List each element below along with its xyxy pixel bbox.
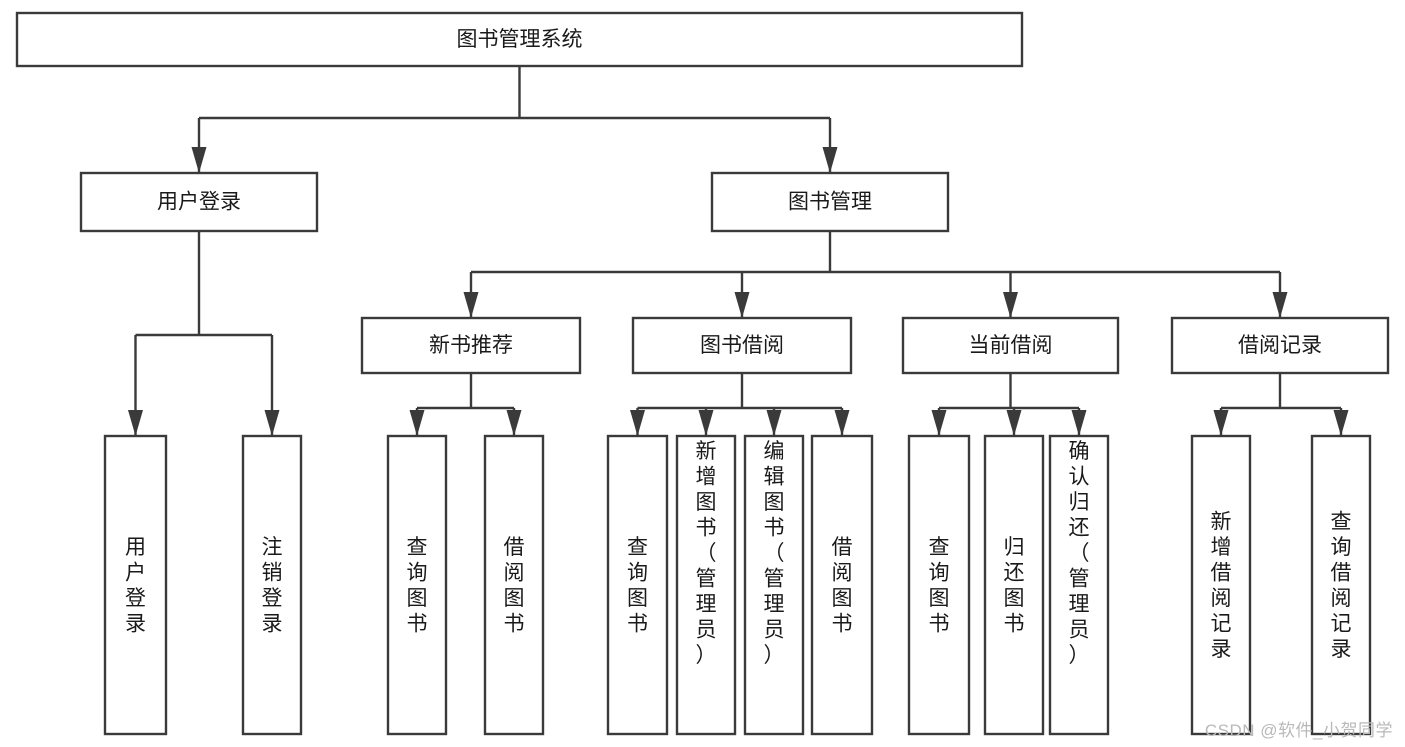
node-label-new-book-recommend: 新书推荐 <box>429 334 513 357</box>
node-leaf-add-book[interactable]: 新增图书（管理员） <box>675 434 737 736</box>
node-label-borrow-record: 借阅记录 <box>1238 334 1322 357</box>
node-box-leaf-borrow-book-recommend <box>483 434 545 736</box>
node-leaf-user-login[interactable]: 用户登录 <box>103 434 168 736</box>
node-label-book-management: 图书管理 <box>788 191 872 214</box>
node-user-login[interactable]: 用户登录 <box>79 171 319 233</box>
nodes-layer: 图书管理系统用户登录图书管理新书推荐图书借阅当前借阅借阅记录用户登录注销登录查询… <box>15 11 1390 736</box>
node-leaf-query-book-recommend[interactable]: 查询图书 <box>386 434 448 736</box>
node-current-borrow[interactable]: 当前借阅 <box>901 316 1120 375</box>
node-label-leaf-query-book-current: 查询图书 <box>929 536 950 636</box>
node-box-leaf-borrow-book <box>810 434 874 736</box>
node-box-book-borrow <box>631 316 853 375</box>
node-label-leaf-add-book: 新增图书（管理员） <box>696 440 717 667</box>
node-box-leaf-query-book-current <box>907 434 971 736</box>
node-leaf-logout[interactable]: 注销登录 <box>241 434 303 736</box>
node-box-leaf-edit-book <box>743 434 805 736</box>
node-label-leaf-query-book-borrow: 查询图书 <box>627 536 648 636</box>
node-label-user-login: 用户登录 <box>157 191 241 214</box>
node-leaf-add-borrow-record[interactable]: 新增借阅记录 <box>1190 434 1252 736</box>
node-box-leaf-add-book <box>675 434 737 736</box>
node-box-current-borrow <box>901 316 1120 375</box>
node-box-user-login <box>79 171 319 233</box>
node-leaf-query-borrow-record[interactable]: 查询借阅记录 <box>1310 434 1372 736</box>
node-box-borrow-record <box>1170 316 1390 375</box>
node-leaf-query-book-current[interactable]: 查询图书 <box>907 434 971 736</box>
node-box-leaf-confirm-return <box>1048 434 1110 736</box>
connectors-layer <box>128 66 1349 436</box>
node-leaf-return-book[interactable]: 归还图书 <box>983 434 1045 736</box>
node-box-leaf-return-book <box>983 434 1045 736</box>
node-label-leaf-add-borrow-record: 新增借阅记录 <box>1211 511 1232 662</box>
node-leaf-confirm-return[interactable]: 确认归还（管理员） <box>1048 434 1110 736</box>
node-label-root: 图书管理系统 <box>457 28 583 51</box>
node-box-leaf-query-book-borrow <box>606 434 669 736</box>
node-label-leaf-logout: 注销登录 <box>262 536 283 636</box>
node-box-leaf-logout <box>241 434 303 736</box>
node-label-leaf-borrow-book: 借阅图书 <box>832 536 853 636</box>
node-label-book-borrow: 图书借阅 <box>700 334 784 357</box>
node-leaf-edit-book[interactable]: 编辑图书（管理员） <box>743 434 805 736</box>
node-label-leaf-query-borrow-record: 查询借阅记录 <box>1331 511 1352 662</box>
node-box-root <box>15 11 1024 68</box>
node-root[interactable]: 图书管理系统 <box>15 11 1024 68</box>
node-label-leaf-query-book-recommend: 查询图书 <box>407 536 428 636</box>
node-box-book-management <box>710 171 950 233</box>
node-label-leaf-confirm-return: 确认归还（管理员） <box>1069 440 1090 667</box>
node-box-new-book-recommend <box>360 316 582 375</box>
node-leaf-borrow-book-recommend[interactable]: 借阅图书 <box>483 434 545 736</box>
node-label-leaf-return-book: 归还图书 <box>1004 536 1025 636</box>
node-leaf-query-book-borrow[interactable]: 查询图书 <box>606 434 669 736</box>
node-label-current-borrow: 当前借阅 <box>969 334 1053 357</box>
node-box-leaf-query-borrow-record <box>1310 434 1372 736</box>
node-box-leaf-query-book-recommend <box>386 434 448 736</box>
node-box-leaf-user-login <box>103 434 168 736</box>
node-book-borrow[interactable]: 图书借阅 <box>631 316 853 375</box>
node-label-leaf-edit-book: 编辑图书（管理员） <box>764 440 785 667</box>
node-book-management[interactable]: 图书管理 <box>710 171 950 233</box>
csdn-watermark: CSDN @软件_小贺同学 <box>1204 721 1393 740</box>
node-label-leaf-user-login: 用户登录 <box>125 536 146 636</box>
node-box-leaf-add-borrow-record <box>1190 434 1252 736</box>
node-label-leaf-borrow-book-recommend: 借阅图书 <box>504 536 525 636</box>
node-borrow-record[interactable]: 借阅记录 <box>1170 316 1390 375</box>
node-leaf-borrow-book[interactable]: 借阅图书 <box>810 434 874 736</box>
node-new-book-recommend[interactable]: 新书推荐 <box>360 316 582 375</box>
